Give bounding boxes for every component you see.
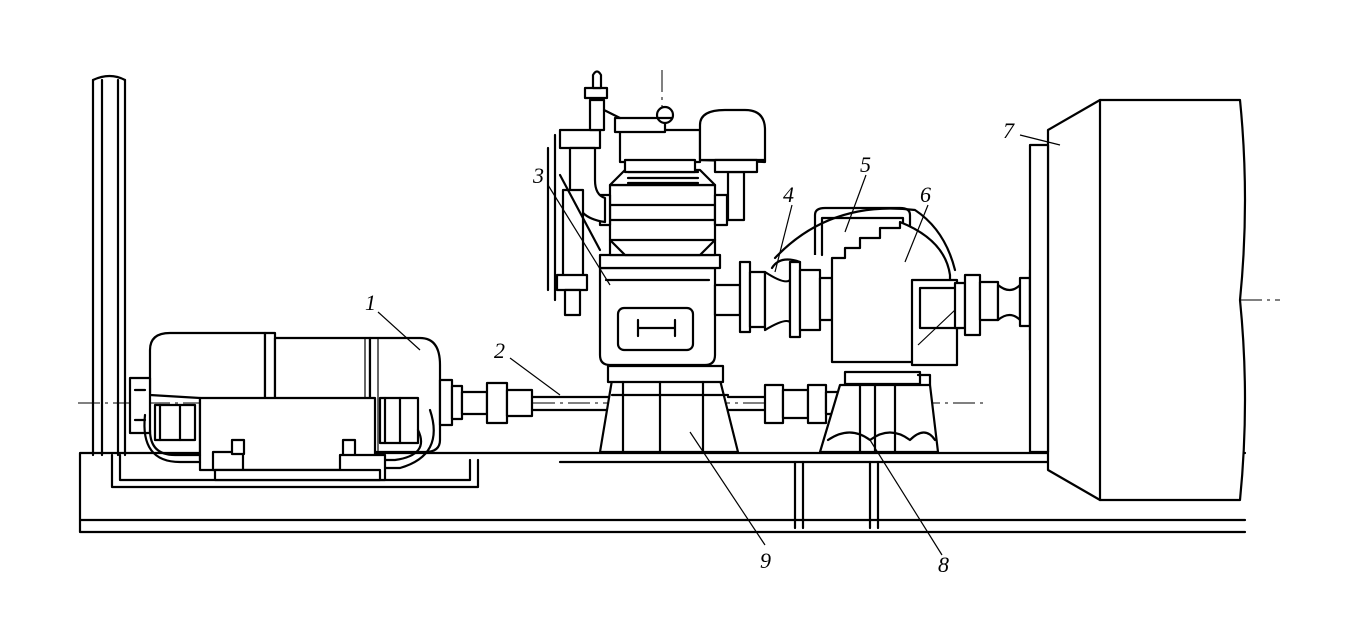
- callout-7: 7: [1003, 118, 1015, 143]
- leader-7: [1019, 134, 1061, 146]
- leader-2: [509, 357, 561, 396]
- electric-motor: [128, 331, 464, 482]
- callout-8: 8: [938, 552, 949, 577]
- leader-9: [689, 431, 766, 546]
- drive-shaft: [460, 381, 843, 425]
- leader-1: [377, 311, 421, 351]
- load-housing: [1028, 98, 1247, 502]
- callout-1: 1: [365, 290, 376, 315]
- gearbox-pedestal: [818, 370, 940, 454]
- callout-5: 5: [860, 152, 871, 177]
- gear-box: [773, 206, 1040, 367]
- leader-8: [869, 439, 943, 556]
- callout-2: 2: [494, 338, 505, 363]
- callout-6: 6: [920, 182, 931, 207]
- callout-9: 9: [760, 548, 771, 573]
- leader-4: [774, 204, 793, 273]
- compressor: [546, 70, 767, 367]
- left-frame-post: [91, 74, 127, 457]
- callout-4: 4: [783, 182, 794, 207]
- callout-3: 3: [532, 163, 544, 188]
- leader-6: [904, 204, 929, 263]
- leader-3: [547, 184, 611, 286]
- compressor-pedestal: [598, 364, 740, 454]
- leader-8b: [917, 309, 956, 346]
- intermediate-coupling: [713, 258, 834, 339]
- leader-5: [844, 174, 867, 233]
